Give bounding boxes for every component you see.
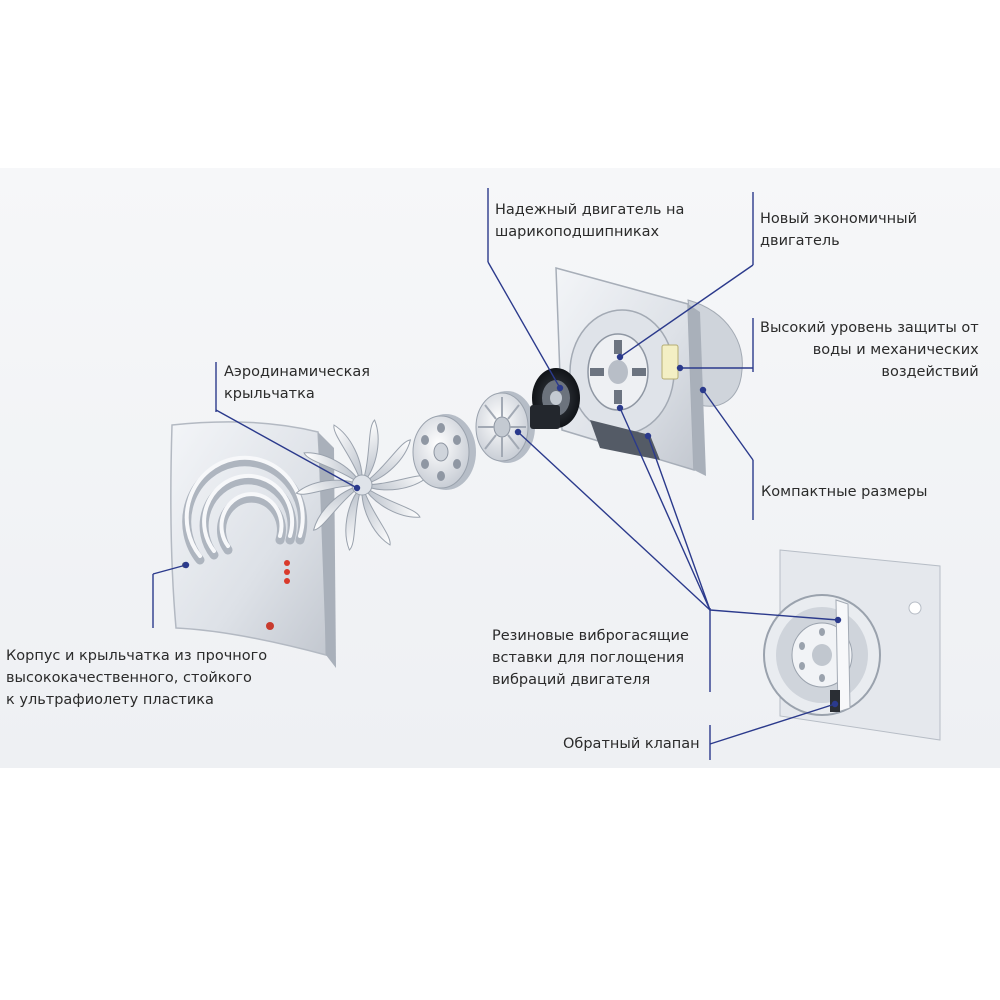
label-line: воздействий	[881, 364, 979, 380]
label-bearing-motor: Надежный двигатель на шарикоподшипниках	[495, 199, 684, 243]
label-line: Аэродинамическая	[224, 364, 370, 380]
label-line: Резиновые виброгасящие	[492, 628, 689, 644]
assembled-fan	[763, 549, 941, 741]
label-line: к ультрафиолету пластика	[6, 692, 214, 708]
indicator-light	[284, 569, 290, 575]
label-rubber-inserts: Резиновые виброгасящие вставки для погло…	[492, 625, 689, 691]
label-line: Высокий уровень защиты от	[760, 320, 979, 336]
rubber-disc-rear	[475, 391, 535, 463]
front-panel	[170, 421, 336, 668]
label-line: вставки для поглощения	[492, 650, 685, 666]
label-line: крыльчатка	[224, 386, 315, 402]
label-line: высококачественного, стойкого	[6, 670, 252, 686]
label-line: двигатель	[760, 233, 840, 249]
indicator-light	[284, 578, 290, 584]
label-line: Надежный двигатель на	[495, 202, 685, 218]
label-impeller: Аэродинамическая крыльчатка	[224, 361, 370, 405]
label-line: Обратный клапан	[563, 736, 700, 752]
label-line: Новый экономичный	[760, 211, 918, 227]
label-line: Компактные размеры	[761, 484, 928, 500]
rear-housing	[555, 267, 743, 476]
label-line: вибраций двигателя	[492, 672, 651, 688]
impeller	[295, 419, 429, 551]
rubber-disc-front	[412, 414, 476, 490]
label-compact: Компактные размеры	[761, 481, 927, 503]
label-check-valve: Обратный клапан	[563, 733, 700, 755]
label-line: шарикоподшипниках	[495, 224, 660, 240]
leader-lines	[152, 188, 842, 760]
label-housing: Корпус и крыльчатка из прочного высокока…	[6, 645, 267, 711]
label-line: Корпус и крыльчатка из прочного	[6, 648, 268, 664]
indicator-light	[284, 560, 290, 566]
label-line: воды и механических	[812, 342, 979, 358]
label-economic-motor: Новый экономичный двигатель	[760, 208, 917, 252]
label-protection: Высокий уровень защиты от воды и механич…	[760, 317, 979, 383]
